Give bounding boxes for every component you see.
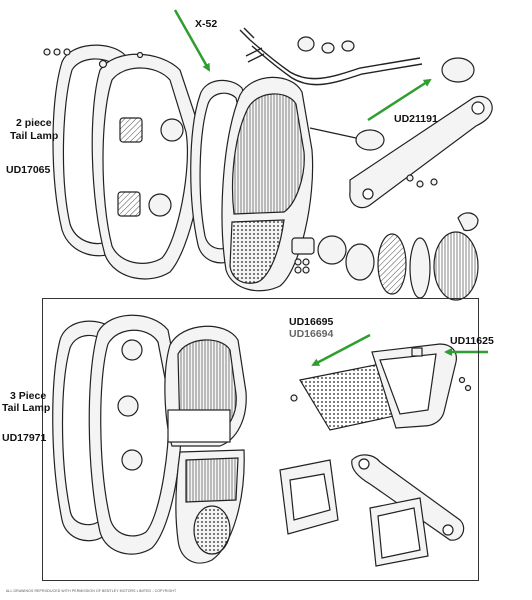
label-ud17971: UD17971 bbox=[2, 432, 47, 444]
label-ud17065: UD17065 bbox=[6, 164, 51, 176]
label-three-piece-2: Tail Lamp bbox=[2, 402, 51, 414]
copyright-footer: ALL DRAWINGS REPRODUCED WITH PERMISSION … bbox=[6, 589, 177, 593]
number-plate-lamp bbox=[279, 454, 465, 567]
label-ud11625: UD11625 bbox=[450, 335, 494, 347]
label-two-piece-1: 2 piece bbox=[16, 117, 52, 129]
label-x52: X-52 bbox=[195, 18, 218, 30]
bulb bbox=[121, 339, 143, 361]
number-plate-bracket bbox=[349, 95, 493, 209]
bulb bbox=[148, 193, 172, 217]
mounting-plate bbox=[351, 454, 465, 541]
arrow-x52 bbox=[173, 9, 211, 72]
round-side-lamp bbox=[291, 212, 479, 301]
wiring-loom bbox=[239, 27, 423, 86]
label-ud16695: UD16695 bbox=[289, 316, 334, 328]
label-two-piece-2: Tail Lamp bbox=[10, 130, 59, 142]
pointer-arrows bbox=[173, 9, 488, 367]
label-ud21191: UD21191 bbox=[394, 113, 438, 125]
bulb bbox=[457, 212, 479, 232]
lamp-housing-round bbox=[441, 57, 475, 83]
three-piece-tail-lamp-group bbox=[52, 314, 247, 564]
bulb bbox=[117, 395, 139, 417]
bulb bbox=[160, 118, 184, 142]
label-ud16694: UD16694 bbox=[289, 328, 334, 340]
reflector-assembly bbox=[290, 343, 472, 431]
bulb bbox=[121, 449, 143, 471]
two-piece-tail-lamp-group bbox=[43, 44, 314, 292]
grommets bbox=[297, 36, 493, 209]
label-three-piece-1: 3 Piece bbox=[10, 390, 47, 402]
lamp-housing-small bbox=[355, 129, 385, 151]
clip bbox=[411, 347, 423, 357]
arrow-ud16695 bbox=[311, 333, 371, 367]
arrow-ud21191 bbox=[367, 78, 432, 122]
